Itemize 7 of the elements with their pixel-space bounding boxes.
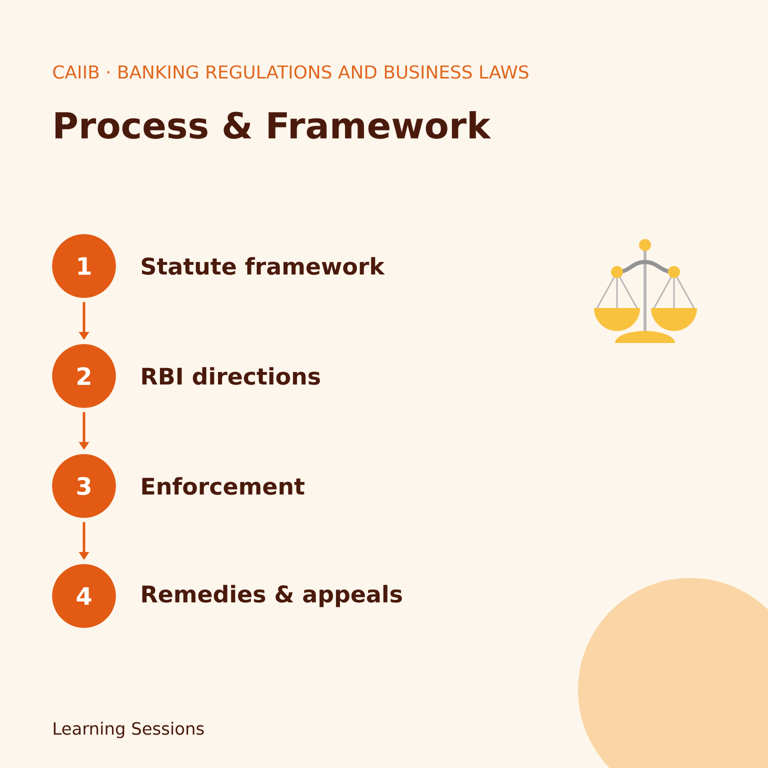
footer-text: Learning Sessions: [54, 722, 204, 738]
step-label: Enforcement: [142, 477, 304, 495]
header-kicker: CAIIB · BANKING REGULATIONS AND BUSINESS LAWS: [53, 65, 528, 79]
step-label: RBI directions: [142, 367, 320, 385]
step-label: Remedies & appeals: [142, 584, 402, 608]
step-label: Statute framework: [142, 257, 385, 275]
title: Process & Framework: [56, 111, 492, 139]
